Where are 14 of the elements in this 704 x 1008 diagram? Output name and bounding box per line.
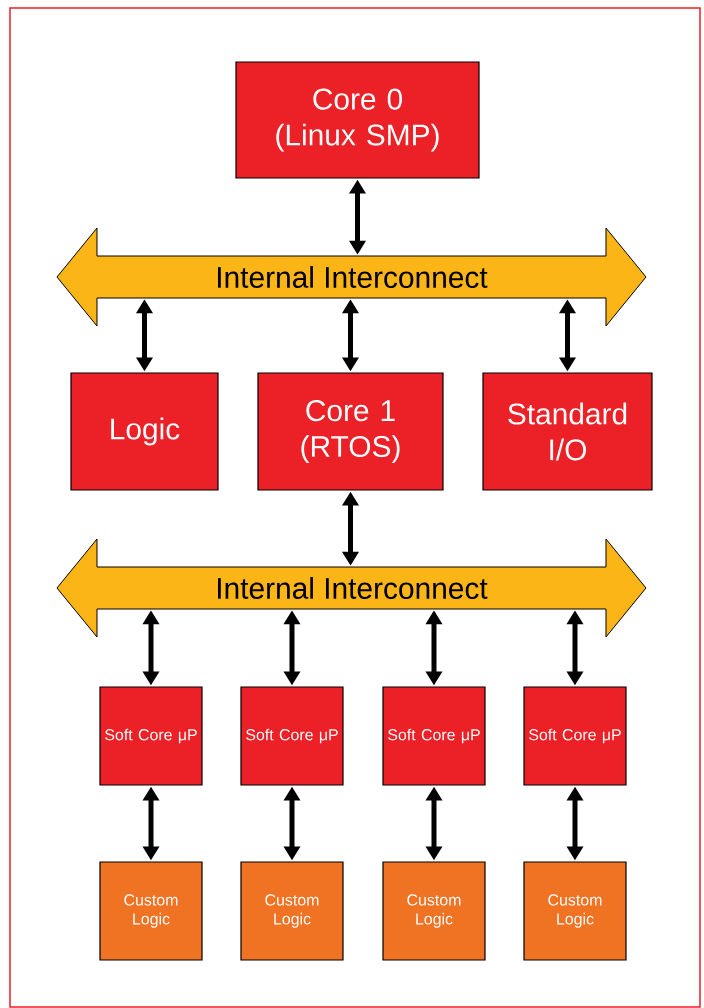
block-box: Custom Logic — [382, 861, 486, 961]
block-box: Logic — [70, 372, 219, 491]
double-arrow-band: Internal Interconnect — [56, 538, 647, 638]
block-box: Soft Core μP — [382, 686, 486, 786]
block-box: Standard I/O — [482, 372, 653, 491]
block-box: Custom Logic — [523, 861, 627, 961]
block-box: Core 0 (Linux SMP) — [235, 61, 480, 179]
block-box: Custom Logic — [99, 861, 203, 961]
double-arrow-band: Internal Interconnect — [56, 227, 647, 327]
block-box: Soft Core μP — [99, 686, 203, 786]
block-box: Soft Core μP — [523, 686, 627, 786]
block-box: Core 1 (RTOS) — [257, 372, 444, 491]
block-box: Custom Logic — [240, 861, 344, 961]
block-box: Soft Core μP — [240, 686, 344, 786]
